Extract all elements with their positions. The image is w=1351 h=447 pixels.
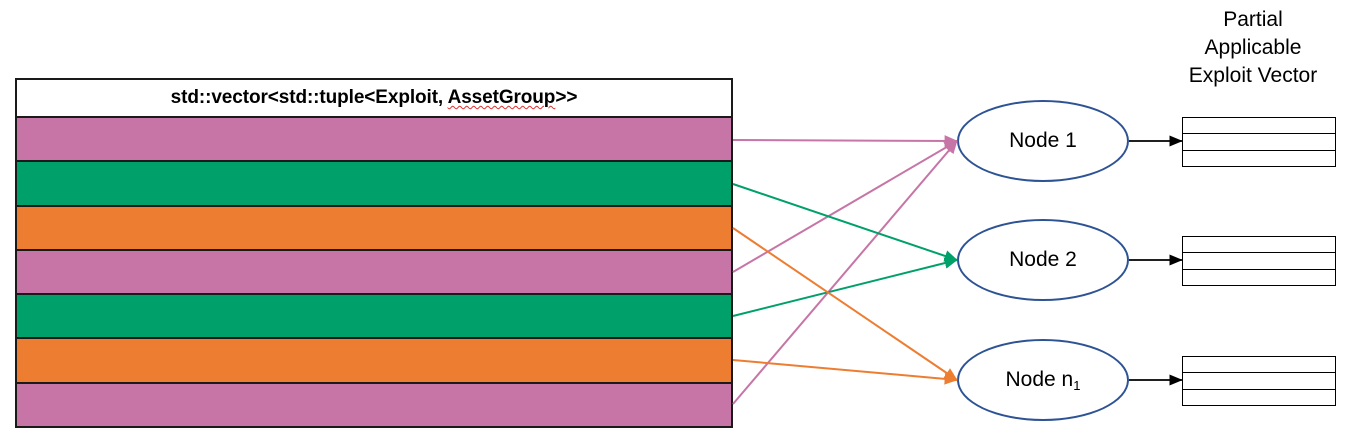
node-n1[interactable]: Node n1 (957, 339, 1129, 421)
partial-exploit-vector-box-2 (1182, 236, 1336, 286)
header-suffix: >> (555, 87, 578, 108)
edge-row7-to-node-1 (732, 140, 958, 405)
vector-table-rows (17, 118, 731, 426)
vector-table-row-2 (17, 162, 731, 207)
vector-table-row-4 (17, 250, 731, 296)
caption-line-3: Exploit Vector (1188, 63, 1318, 87)
node-n1-subscript: 1 (1073, 378, 1081, 393)
header-prefix: std::vector<std::tuple<Exploit, (170, 87, 448, 108)
paev-cell (1183, 357, 1335, 374)
vector-table-header-label: std::vector<std::tuple<Exploit, AssetGro… (171, 87, 578, 109)
node-1-label: Node 1 (1009, 129, 1077, 152)
vector-table-row-7 (17, 383, 731, 426)
node-n1-label: Node n1 (1005, 368, 1081, 393)
node-2-label: Node 2 (1009, 248, 1077, 271)
paev-cell (1183, 390, 1335, 405)
paev-cell (1183, 253, 1335, 270)
vector-table-header: std::vector<std::tuple<Exploit, AssetGro… (17, 80, 731, 118)
partial-applicable-exploit-vector-caption: Partial Applicable Exploit Vector (1168, 6, 1338, 90)
edge-row4-to-node-1 (732, 140, 958, 273)
caption-line-2: Applicable (1204, 35, 1302, 59)
partial-exploit-vector-box-3 (1182, 356, 1336, 406)
node-2[interactable]: Node 2 (957, 219, 1129, 301)
header-misspelled-word: AssetGroup (447, 87, 556, 108)
paev-cell (1183, 270, 1335, 285)
caption-line-1: Partial (1223, 8, 1283, 31)
edge-row2-to-node-2 (732, 183, 958, 262)
edge-row3-to-node-n (732, 227, 958, 381)
node-1[interactable]: Node 1 (957, 100, 1129, 182)
paev-cell (1183, 134, 1335, 151)
vector-table-row-1 (17, 118, 731, 163)
exploit-assetgroup-vector-table: std::vector<std::tuple<Exploit, AssetGro… (15, 78, 733, 428)
edge-row6-to-node-n (732, 359, 958, 385)
vector-table-row-6 (17, 339, 731, 384)
edge-row1-to-node-1 (732, 135, 958, 147)
vector-table-row-5 (17, 295, 731, 340)
edge-row5-to-node-2 (732, 257, 958, 317)
paev-cell (1183, 151, 1335, 166)
paev-cell (1183, 373, 1335, 390)
node-n1-label-text: Node n (1005, 368, 1074, 391)
partial-exploit-vector-box-1 (1182, 117, 1336, 167)
vector-table-row-3 (17, 206, 731, 251)
paev-cell (1183, 237, 1335, 254)
paev-cell (1183, 118, 1335, 135)
